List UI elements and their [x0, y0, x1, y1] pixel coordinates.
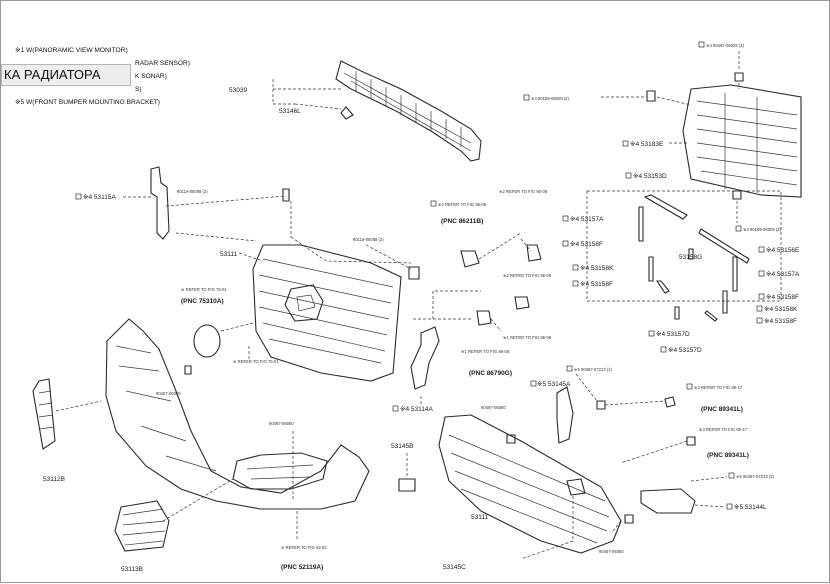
callout-89341L-a: (PNC 89341L)	[701, 406, 743, 413]
sensor-callouts: ※3 REFER TO FIG 89-17 (PNC 89341L) ※3 RE…	[620, 383, 749, 464]
label-53114A: ※4 53114A	[400, 406, 433, 413]
legend: ※1 W(PANORAMIC VIEW MONITOR) RADAR SENSO…	[15, 47, 190, 106]
label-53145C: 53145C	[443, 564, 466, 571]
ref-3-note: ※3 REFER TO FIG 89-17	[694, 385, 743, 390]
label-53153D: ※4 53153D	[633, 173, 667, 180]
ref-2-note-b: ※2 REFER TO FIG 86-08	[499, 189, 548, 194]
label-53115A: ※4 53115A	[83, 194, 116, 201]
emblem-note: ※ REFER TO FIG 75-01	[181, 287, 227, 292]
label-53145B: 53145B	[391, 443, 413, 450]
label-53158F-right: ※4 53158F	[766, 294, 799, 301]
lower-clip-note: 90467-06060	[481, 405, 506, 410]
label-53145A: ※5 53145A	[537, 381, 571, 388]
side-grille-left: 53112B	[32, 378, 102, 483]
lower-clip-note-2: 90467-06060	[599, 549, 624, 554]
ref-4-note-top: ※4 90467-06025 (4)	[706, 43, 745, 48]
bracket-53115A: ※4 53115A 90119-06068 (2)	[75, 166, 290, 242]
label-53146L: 53146L	[279, 108, 301, 115]
bracket-53144L: ※5 90467-07213 (2) ※5 53144L	[640, 472, 775, 514]
lower-grille: 53111 90467-06060	[438, 405, 622, 554]
ref-5-note: ※5 90467-07213 (2)	[574, 367, 613, 372]
label-53158K-left: ※4 53158K	[580, 265, 614, 272]
label-53112B: 53112B	[43, 476, 65, 483]
bumper-clip-note: ※ REFER TO FIG 75-01	[233, 359, 279, 364]
side-grille-lower: 53113B	[114, 478, 234, 573]
label-53157D-bottom: ※4 53157D	[668, 347, 702, 354]
brackets-53145: 53145B ※5 90467-07213 (2) ※5 53145A 5314…	[391, 365, 666, 571]
seal-set: ※4 53153D ※4 53157A ※4 53158F ※4 53158K …	[562, 172, 800, 354]
legend-line-1: ※1 W(PANORAMIC VIEW MONITOR)	[15, 47, 128, 54]
radiator-grille: 53111	[220, 201, 412, 382]
label-53039: 53039	[229, 87, 247, 94]
label-53144L: ※5 53144L	[734, 504, 767, 511]
label-53158F-left: ※4 53158F	[570, 241, 603, 248]
bumper-clip-note-2: 90467-06060	[269, 421, 294, 426]
label-53111-lower: 53111	[471, 514, 488, 521]
bumper-clip-part: 90467-06060	[156, 391, 181, 396]
ref-1-note: ※1 REFER TO FIG 86-08	[503, 335, 552, 340]
label-53158K-right: ※4 53158K	[764, 306, 798, 313]
callout-75310A: (PNC 75310A)	[181, 298, 224, 305]
ref-1-note-b: ※1 REFER TO FIG 86-08	[461, 349, 510, 354]
callout-89341L-b: (PNC 89341L)	[707, 452, 749, 459]
upper-garnish-strip: 53039 53146L	[229, 60, 482, 162]
legend-line-2: RADAR SENSOR)	[135, 60, 190, 67]
callout-52119A: (PNC 52119A)	[281, 564, 323, 571]
bumper-ref: 90467-06060 ※ REFER TO FIG 52-02 (PNC 52…	[269, 421, 327, 571]
ref-5-note-b: ※5 90467-07213 (2)	[736, 474, 775, 479]
label-53113B: 53113B	[121, 566, 143, 573]
sensor-brackets: ※2 REFER TO FIG 86-08 (PNC 86211B) 90119…	[353, 189, 552, 377]
callout-86211B: (PNC 86211B)	[441, 218, 483, 225]
ref-3-note-b: ※3 REFER TO FIG 89-17	[699, 427, 748, 432]
emblem-assembly: ※ REFER TO FIG 75-01 (PNC 75310A)	[181, 287, 254, 358]
ref-2-note-c: ※2 REFER TO FIG 86-08	[503, 273, 552, 278]
callout-86790G: (PNC 86790G)	[469, 370, 512, 377]
label-53158G: 53158G	[679, 254, 702, 261]
label-53158F-right-2: ※4 53158F	[764, 318, 797, 325]
clip-note-1: 90119-06068 (2)	[177, 189, 208, 194]
ref-2-note: ※2 REFER TO FIG 86-08	[438, 202, 487, 207]
bumper-clip: ※ REFER TO FIG 75-01 90467-06060	[156, 346, 279, 396]
section-banner: КА РАДИАТОРА	[1, 64, 131, 86]
ref-4-note-clip-b: ※4 90189-06009 (2)	[743, 227, 782, 232]
label-53183E: ※4 53183E	[630, 141, 664, 148]
front-bumper-cover	[105, 318, 370, 510]
label-53157A-left: ※4 53157A	[570, 216, 604, 223]
clip-note-2: 90119-06068 (2)	[353, 237, 384, 242]
label-53158F-bottom: ※4 53158F	[580, 281, 613, 288]
label-53157D: ※4 53157D	[656, 331, 690, 338]
ref-4-note-clip: ※4 90189-06009 (2)	[531, 96, 570, 101]
radiator-shutter-assembly: ※4 90467-06025 (4) ※4 90189-06009 (2) ※4…	[523, 41, 802, 232]
label-53111-grille: 53111	[220, 251, 237, 258]
legend-line-5: ※5 W(FRONT BUMPER MOUNTING BRACKET)	[15, 99, 160, 106]
legend-line-4: S)	[135, 86, 142, 93]
label-53156E: ※4 53156E	[766, 247, 800, 254]
bumper-ref-note: ※ REFER TO FIG 52-02	[281, 545, 327, 550]
center-bracket-53114A: ※4 53114A	[392, 290, 481, 413]
label-53157A-right: ※4 53157A	[766, 271, 800, 278]
legend-line-3: K SONAR)	[135, 73, 167, 80]
